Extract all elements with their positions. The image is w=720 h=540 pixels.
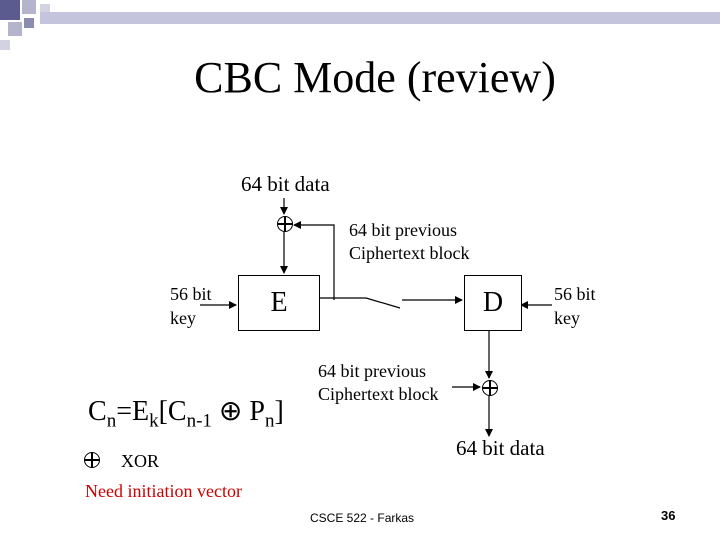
formula-close: ] bbox=[274, 396, 284, 427]
formula-eq-e: =E bbox=[116, 396, 150, 427]
dec-feedback-label-line2: Ciphertext block bbox=[318, 384, 439, 404]
cbc-formula: Cn=Ek[Cn-1 ⊕ Pn] bbox=[88, 396, 284, 438]
dec-key-label-line1: 56 bit bbox=[554, 284, 596, 304]
slide-footer: CSCE 522 - Farkas bbox=[310, 511, 415, 525]
top-band bbox=[40, 12, 720, 24]
encrypt-box-label: E bbox=[270, 287, 288, 318]
slide-title: CBC Mode (review) bbox=[194, 53, 556, 102]
formula-e-sub: k bbox=[149, 410, 159, 432]
enc-key-label-line1: 56 bit bbox=[170, 284, 212, 304]
encrypt-box: E bbox=[238, 275, 320, 331]
input-data-label: 64 bit data bbox=[241, 172, 330, 196]
encrypt-xor-icon bbox=[277, 216, 293, 232]
dec-feedback-label-line1: 64 bit previous bbox=[318, 361, 426, 381]
legend-xor-label: XOR bbox=[121, 451, 160, 471]
feedback-arrow bbox=[293, 221, 335, 300]
formula-p-sub: n bbox=[264, 410, 275, 432]
formula-c-sub: n bbox=[106, 410, 117, 432]
enc-key-label-line2: key bbox=[170, 308, 196, 328]
output-data-label: 64 bit data bbox=[456, 436, 545, 460]
formula-c2-sub: n-1 bbox=[186, 410, 212, 432]
feedback-label-line1: 64 bit previous bbox=[349, 220, 457, 240]
dec-key-label-line2: key bbox=[554, 308, 580, 328]
page-number: 36 bbox=[661, 508, 676, 523]
legend-note: Need initiation vector bbox=[85, 481, 242, 501]
decrypt-box-label: D bbox=[482, 287, 504, 318]
legend-xor-icon bbox=[84, 452, 100, 468]
decrypt-box: D bbox=[464, 275, 522, 331]
decrypt-xor-icon bbox=[482, 380, 498, 396]
formula-c: C bbox=[88, 396, 107, 427]
formula-open: [C bbox=[158, 396, 187, 427]
feedback-label-line2: Ciphertext block bbox=[349, 243, 470, 263]
formula-xor-p: ⊕ P bbox=[211, 396, 265, 427]
